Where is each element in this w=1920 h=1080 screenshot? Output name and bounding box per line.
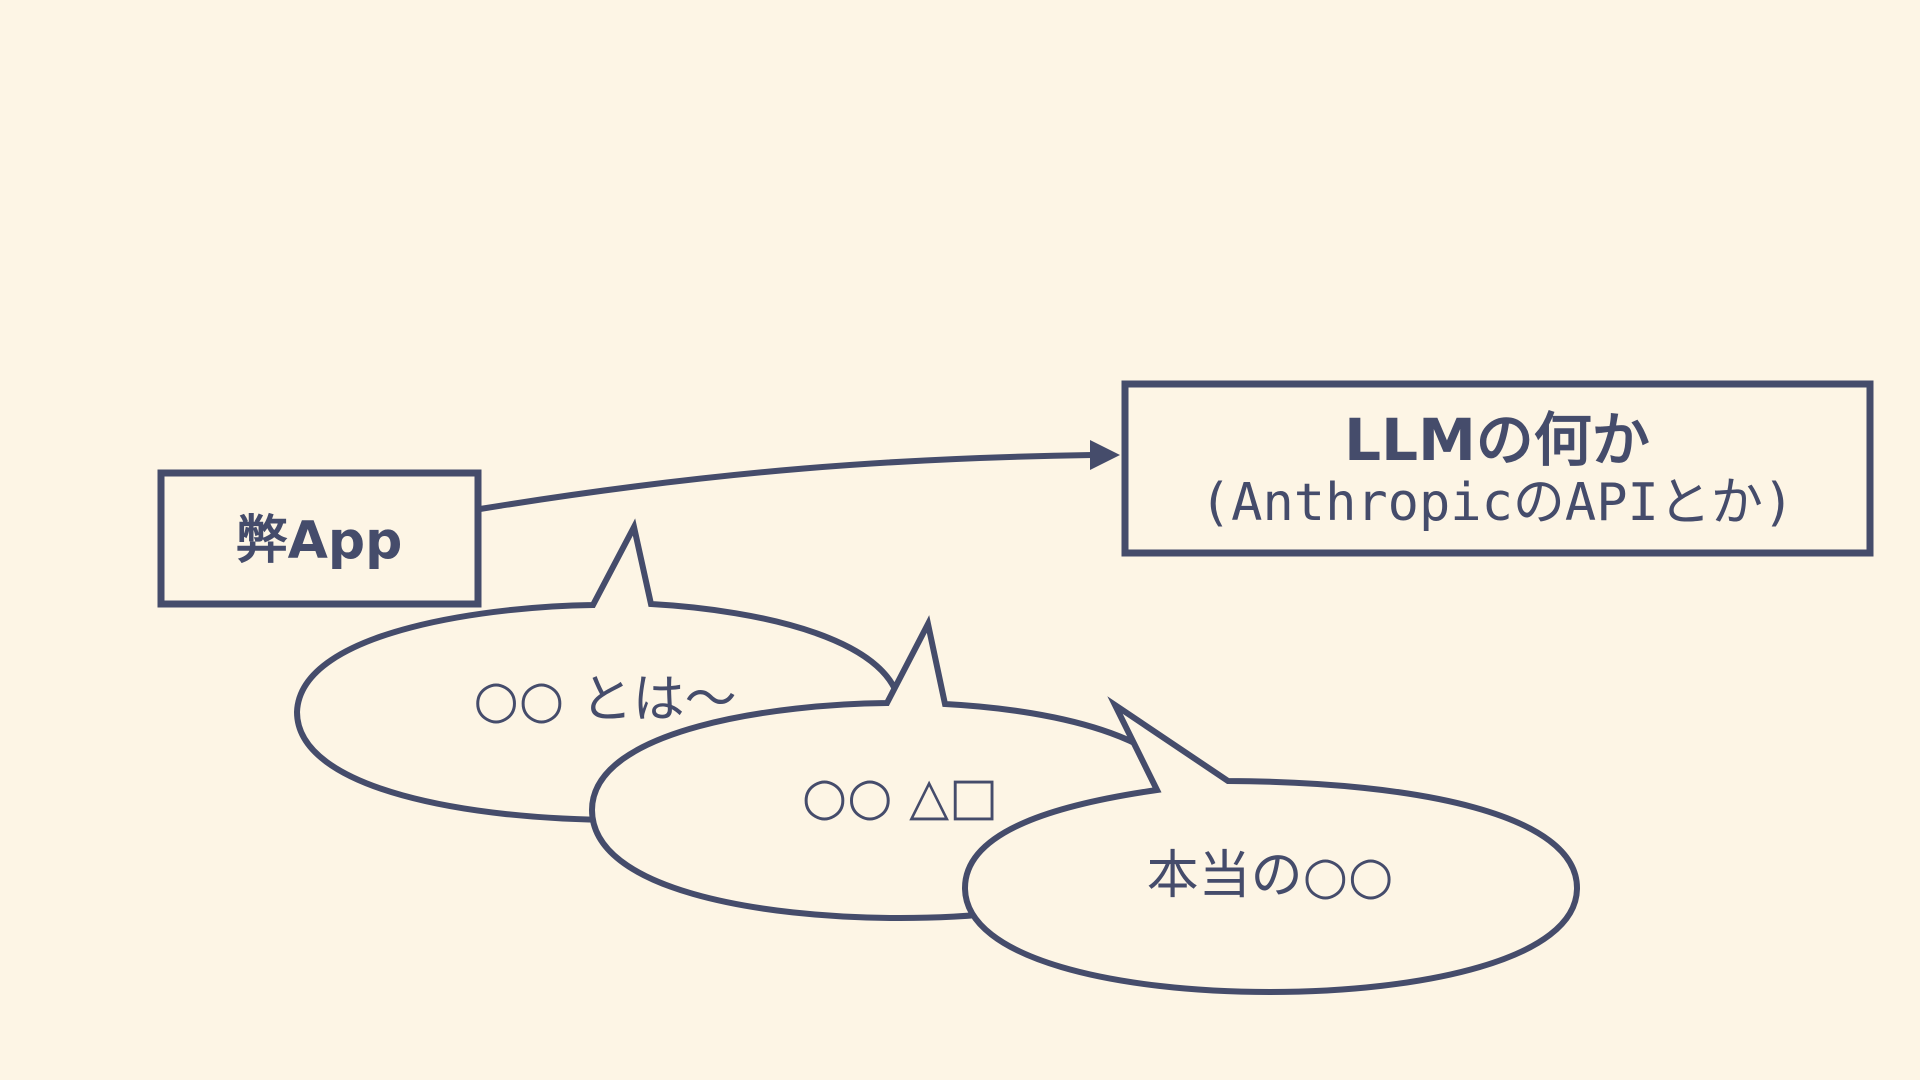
speech-bubble-3-text: 本当の○○	[1147, 846, 1394, 906]
llm-box-subtitle: (AnthropicのAPIとか)	[1200, 473, 1794, 533]
arrow-head-icon	[1090, 440, 1120, 470]
app-box-label: 弊App	[236, 511, 403, 571]
request-arrow-line	[479, 452, 1093, 512]
llm-box-frame	[1121, 380, 1874, 557]
app-box-frame	[157, 469, 482, 608]
llm-box: LLMの何か (AnthropicのAPIとか)	[1121, 380, 1874, 557]
app-box: 弊App	[157, 469, 482, 608]
speech-bubble-2-text: ○○ △□	[802, 767, 998, 827]
request-arrow	[479, 440, 1120, 512]
speech-bubble-3: 本当の○○	[961, 696, 1581, 996]
speech-bubble-1-text: ○○ とは〜	[473, 670, 736, 730]
llm-box-title: LLMの何か	[1344, 406, 1650, 474]
speech-bubble-3-shape	[961, 696, 1581, 996]
